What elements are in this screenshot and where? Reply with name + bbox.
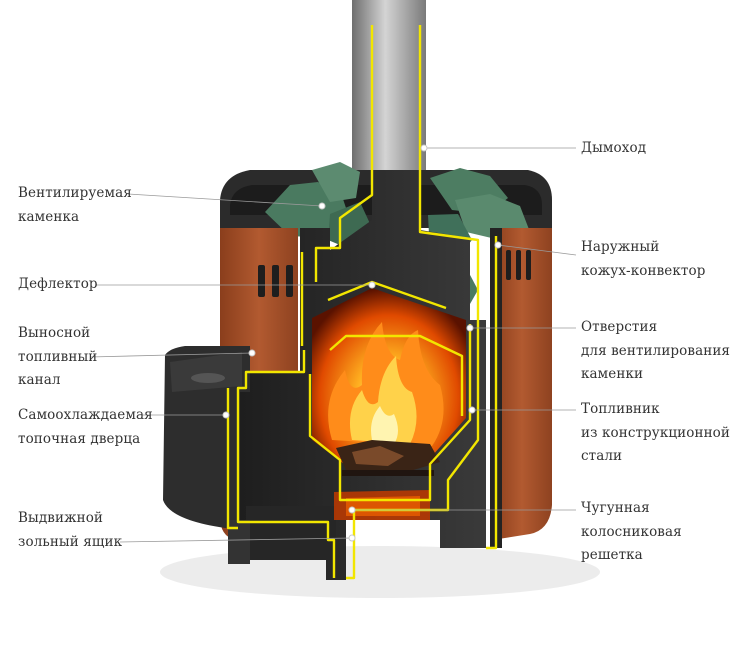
label-casing: Наружный кожух-конвектор bbox=[581, 236, 705, 283]
label-chimney: Дымоход bbox=[581, 137, 646, 161]
leader-lines bbox=[89, 147, 577, 543]
label-line: топочная дверца bbox=[18, 430, 141, 447]
ash-drawer bbox=[228, 506, 336, 564]
label-line: канал bbox=[18, 372, 61, 388]
label-line: Дефлектор bbox=[18, 276, 98, 292]
label-line: решетка bbox=[581, 547, 643, 563]
label-grate: Чугунная колосниковая решетка bbox=[581, 497, 682, 568]
label-line: Наружный bbox=[581, 239, 660, 255]
label-line: Дымоход bbox=[581, 140, 647, 156]
floor-shadow bbox=[160, 546, 600, 598]
label-line: Отверстия bbox=[581, 319, 658, 335]
label-line: каменки bbox=[581, 366, 644, 382]
label-vent-holes: Отверстия для вентилирования каменки bbox=[581, 316, 730, 387]
ash-pit-glow bbox=[334, 490, 430, 520]
fire-chamber bbox=[312, 288, 466, 470]
label-ash-box: Выдвижной зольный ящик bbox=[18, 507, 122, 554]
brand-logo bbox=[191, 373, 225, 383]
label-deflector: Дефлектор bbox=[18, 273, 98, 297]
label-line: Топливник bbox=[581, 401, 660, 417]
label-line: для вентилирования bbox=[581, 342, 731, 359]
label-fuel-channel: Выносной топливный канал bbox=[18, 322, 97, 393]
label-line: зольный ящик bbox=[18, 533, 123, 550]
logs bbox=[336, 440, 440, 476]
label-door: Самоохлаждаемая топочная дверца bbox=[18, 404, 153, 451]
label-line: Выдвижной bbox=[18, 510, 104, 526]
label-line: Вентилируемая bbox=[18, 185, 132, 201]
label-firebox: Топливник из конструкционной стали bbox=[581, 398, 730, 469]
label-line: Выносной bbox=[18, 325, 91, 341]
label-kamenka: Вентилируемая каменка bbox=[18, 182, 132, 229]
label-line: из конструкционной bbox=[581, 424, 730, 441]
label-line: каменка bbox=[18, 208, 80, 225]
label-line: Самоохлаждаемая bbox=[18, 407, 153, 423]
label-line: стали bbox=[581, 448, 623, 464]
leader-dots bbox=[222, 144, 502, 542]
label-line: кожух-конвектор bbox=[581, 262, 706, 279]
label-line: топливный bbox=[18, 348, 98, 365]
label-line: Чугунная bbox=[581, 500, 650, 516]
label-line: колосниковая bbox=[581, 523, 682, 540]
